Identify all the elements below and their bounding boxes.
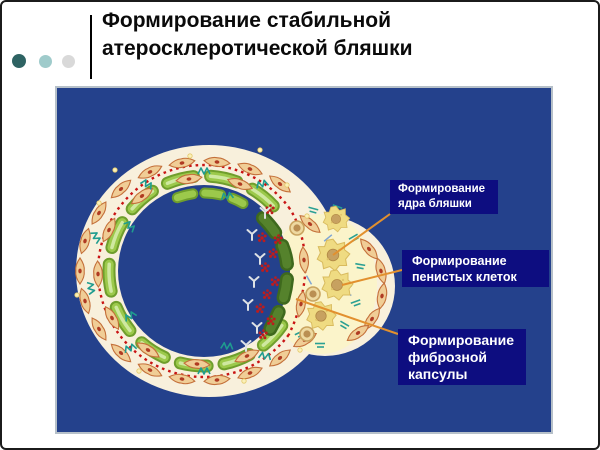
page-title: Формирование стабильной атеросклеротичес… [102, 7, 572, 63]
bullet-dot-light-teal [39, 55, 52, 68]
callout-leader-lines [295, 213, 403, 335]
lipid-droplet-icon [74, 292, 80, 298]
monocyte-icon [305, 286, 321, 302]
title-line-1: Формирование стабильной [102, 9, 392, 32]
leader-line-fibrous-capsule [295, 298, 399, 335]
callout-fibrous-capsule-line3: капсулы [408, 366, 468, 382]
lipid-droplet-icon [284, 182, 290, 188]
callout-fibrous-capsule: Формирование фиброзной капсулы [398, 329, 526, 385]
title-line-2: атеросклеротической бляшки [102, 37, 413, 60]
callout-plaque-core: Формирование ядра бляшки [390, 180, 498, 214]
bullet-dot-gray [62, 55, 75, 68]
lipid-droplet-icon [112, 167, 118, 173]
smooth-muscle-ring [102, 169, 289, 373]
lipid-droplet-icon [304, 213, 310, 219]
callout-plaque-core-line1: Формирование [398, 183, 486, 195]
lipid-droplet-icon [96, 200, 102, 206]
callout-plaque-core-line2: ядра бляшки [398, 198, 472, 210]
monocyte-icon [299, 326, 315, 342]
callout-fibrous-capsule-line2: фиброзной [408, 349, 487, 365]
bullet-dot-dark-teal [12, 54, 26, 68]
diagram-panel: Формирование ядра бляшки Формирование пе… [55, 86, 553, 434]
plaque-matrix [267, 214, 377, 354]
fibrous-cap [256, 211, 295, 346]
title-divider-line [90, 15, 92, 79]
callout-foam-cells-line1: Формирование [412, 254, 507, 268]
lipid-droplet-icon [187, 153, 193, 159]
lipid-droplet-icon [297, 347, 303, 353]
lipid-droplet-icon [136, 368, 142, 374]
callout-foam-cells-line2: пенистых клеток [412, 270, 517, 284]
vessel-lumen [118, 185, 290, 357]
lipid-droplet-icon [241, 378, 247, 384]
artery-illustration [74, 145, 403, 397]
callout-fibrous-capsule-line1: Формирование [408, 332, 514, 348]
leader-line-plaque-core [332, 213, 391, 256]
monocyte-icon [289, 220, 305, 236]
callout-foam-cells: Формирование пенистых клеток [402, 250, 549, 287]
leader-line-foam-cells [341, 269, 403, 286]
lipid-droplet-icon [257, 147, 263, 153]
